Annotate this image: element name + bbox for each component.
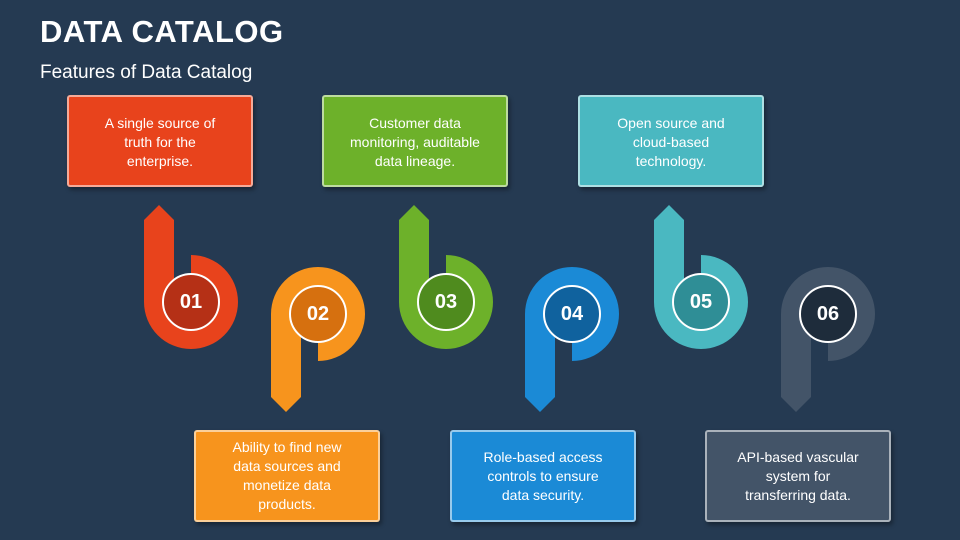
feature-box-02: Ability to find new data sources and mon…: [194, 430, 380, 522]
page-subtitle: Features of Data Catalog: [40, 62, 253, 83]
feature-text-02: Ability to find new data sources and mon…: [232, 439, 342, 512]
feature-text-04: Role-based access controls to ensure dat…: [483, 448, 603, 503]
feature-text-03: Customer data monitoring, auditable data…: [350, 115, 480, 169]
step-number-05: 05: [672, 273, 730, 331]
step-number-03: 03: [417, 273, 475, 331]
feature-box-06: API-based vascular system for transferri…: [705, 430, 891, 522]
step-number-label-01: 01: [179, 290, 203, 313]
step-number-06: 06: [799, 285, 857, 343]
feature-box-04: Role-based access controls to ensure dat…: [450, 430, 636, 522]
step-number-label-02: 02: [306, 302, 330, 325]
feature-box-03: Customer data monitoring, auditable data…: [322, 95, 508, 187]
step-number-label-04: 04: [560, 302, 584, 325]
feature-text-06: API-based vascular system for transferri…: [737, 448, 859, 503]
feature-text-05: Open source and cloud-based technology.: [617, 115, 725, 169]
feature-box-01: A single source of truth for the enterpr…: [67, 95, 253, 187]
step-number-04: 04: [543, 285, 601, 343]
step-number-label-06: 06: [816, 302, 840, 325]
step-number-02: 02: [289, 285, 347, 343]
feature-box-05: Open source and cloud-based technology.: [578, 95, 764, 187]
feature-text-01: A single source of truth for the enterpr…: [104, 115, 216, 169]
step-number-label-03: 03: [434, 290, 458, 313]
step-number-01: 01: [162, 273, 220, 331]
step-number-label-05: 05: [689, 290, 713, 313]
page-title: DATA CATALOG: [40, 14, 284, 49]
